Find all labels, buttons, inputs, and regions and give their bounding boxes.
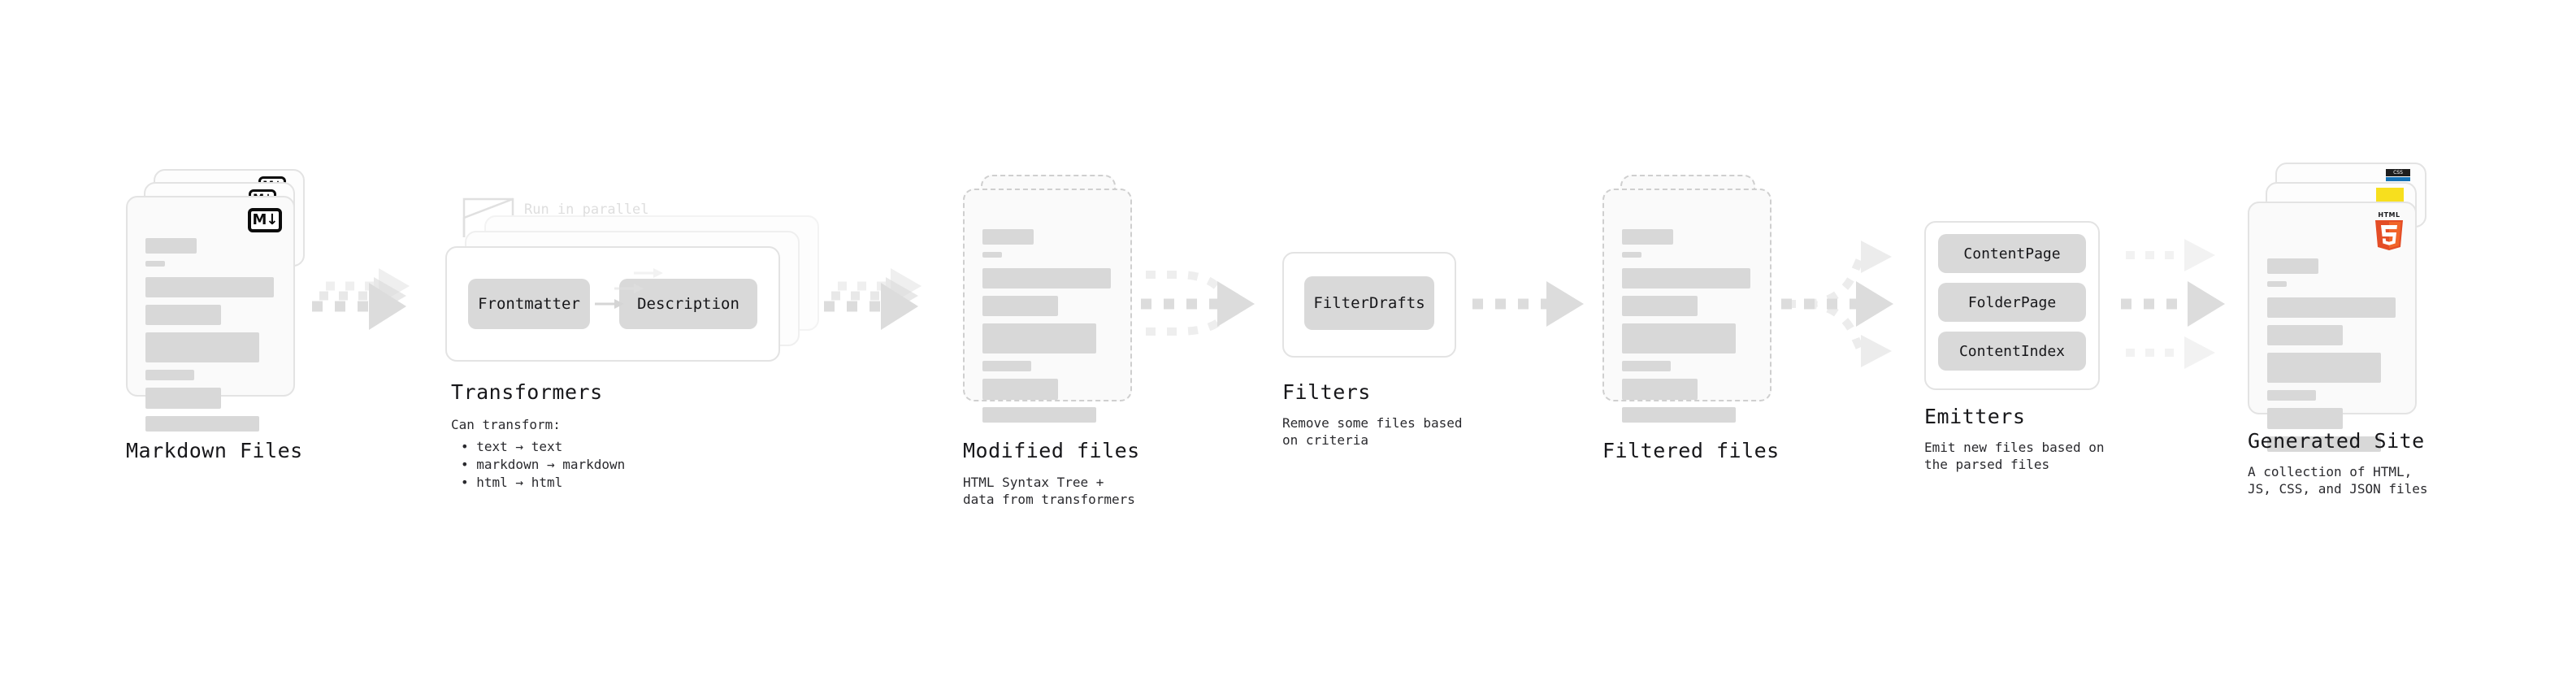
html5-icon: HTML — [2371, 210, 2407, 250]
js-icon — [2376, 188, 2404, 204]
placeholder-bar — [2267, 353, 2381, 383]
placeholder-bar — [1622, 296, 1698, 316]
placeholder-bar — [982, 407, 1096, 423]
emitters-desc: Emit new files based on the parsed files — [1924, 440, 2105, 472]
filters-desc: Remove some files based on criteria — [1282, 415, 1463, 448]
generated-site-stack: CSS HTML — [2248, 163, 2459, 452]
markdown-icon: M↓ — [248, 208, 282, 232]
transformer-chip-description[interactable]: Description — [619, 279, 757, 329]
connector-filters-to-filtered — [1472, 281, 1584, 327]
placeholder-bar — [982, 268, 1111, 288]
placeholder-bar — [982, 252, 1002, 258]
placeholder-bar — [145, 416, 259, 432]
css-icon-label: CSS — [2386, 169, 2410, 176]
placeholder-bar — [145, 332, 259, 362]
placeholder-bar — [1622, 379, 1698, 400]
filtered-files-stack — [1602, 175, 1806, 427]
placeholder-bar — [1622, 407, 1736, 423]
placeholder-bar — [2267, 297, 2396, 318]
placeholder-bar — [1622, 361, 1671, 371]
transformers-title: Transformers — [451, 380, 603, 404]
placeholder-bar — [982, 323, 1096, 354]
svg-text:HTML: HTML — [2378, 211, 2400, 219]
placeholder-bar — [982, 296, 1058, 316]
placeholder-bar — [1622, 229, 1673, 245]
placeholder-bar — [145, 238, 197, 254]
modified-file-content — [982, 229, 1114, 430]
connector-transformers-to-modified — [824, 268, 922, 330]
markdown-file-content — [145, 238, 277, 439]
placeholder-bar — [145, 388, 221, 409]
placeholder-bar — [2267, 281, 2287, 287]
modified-file-front — [963, 189, 1132, 423]
placeholder-bar — [145, 305, 221, 325]
generated-file-content — [2267, 258, 2399, 459]
emitters-chip-contentpage[interactable]: ContentPage — [1938, 234, 2086, 273]
placeholder-bar — [1622, 252, 1641, 258]
placeholder-bar — [2267, 436, 2381, 452]
placeholder-bar — [2267, 325, 2343, 345]
modified-files-title: Modified files — [963, 439, 1140, 462]
transformers-bullet-0: • text → text — [461, 439, 563, 454]
placeholder-bar — [1622, 268, 1750, 288]
placeholder-bar — [145, 277, 274, 297]
transformer-chip-frontmatter[interactable]: Frontmatter — [468, 279, 590, 329]
placeholder-bar — [145, 370, 194, 380]
placeholder-bar — [982, 361, 1031, 371]
generated-site-desc: A collection of HTML, JS, CSS, and JSON … — [2248, 464, 2428, 497]
transformers-stack: Frontmatter Description Frontmatter Desc… — [445, 215, 827, 366]
placeholder-bar — [145, 261, 165, 267]
filters-box: FilterDrafts — [1282, 252, 1456, 358]
placeholder-bar — [2267, 258, 2318, 274]
placeholder-bar — [982, 379, 1058, 400]
filters-chip-filterdrafts[interactable]: FilterDrafts — [1304, 276, 1434, 330]
connector-emitters-to-generated — [2121, 239, 2225, 369]
filtered-files-title: Filtered files — [1602, 439, 1780, 462]
emitters-title: Emitters — [1924, 405, 2026, 428]
placeholder-bar — [2267, 408, 2343, 429]
modified-files-stack — [963, 175, 1166, 427]
filtered-file-content — [1622, 229, 1754, 430]
placeholder-bar — [2267, 390, 2316, 401]
emitters-chip-contentindex[interactable]: ContentIndex — [1938, 332, 2086, 371]
transformers-bullet-1: • markdown → markdown — [461, 457, 626, 472]
markdown-files-stack: M↓ M↓ M↓ — [126, 169, 329, 432]
css-icon: CSS — [2386, 169, 2410, 182]
placeholder-bar — [1622, 323, 1736, 354]
transformers-desc-heading: Can transform: — [451, 417, 561, 432]
placeholder-bar — [982, 229, 1034, 245]
transformer-inner-arrows — [595, 268, 663, 309]
transformers-bullet-2: • html → html — [461, 475, 563, 490]
modified-files-desc: HTML Syntax Tree + data from transformer… — [963, 475, 1135, 507]
run-in-parallel-label: Run in parallel — [524, 202, 649, 218]
transformers-bullets: • text → text • markdown → markdown • ht… — [461, 438, 625, 492]
markdown-files-title: Markdown Files — [126, 439, 303, 462]
markdown-file-front: M↓ — [126, 196, 295, 432]
filters-title: Filters — [1282, 380, 1371, 404]
css-icon-underline — [2386, 177, 2410, 181]
emitters-chip-folderpage[interactable]: FolderPage — [1938, 283, 2086, 322]
generated-file-html: HTML — [2248, 202, 2417, 452]
emitters-box: ContentPage FolderPage ContentIndex — [1924, 221, 2100, 390]
generated-site-title: Generated Site — [2248, 429, 2425, 453]
filtered-file-front — [1602, 189, 1772, 423]
